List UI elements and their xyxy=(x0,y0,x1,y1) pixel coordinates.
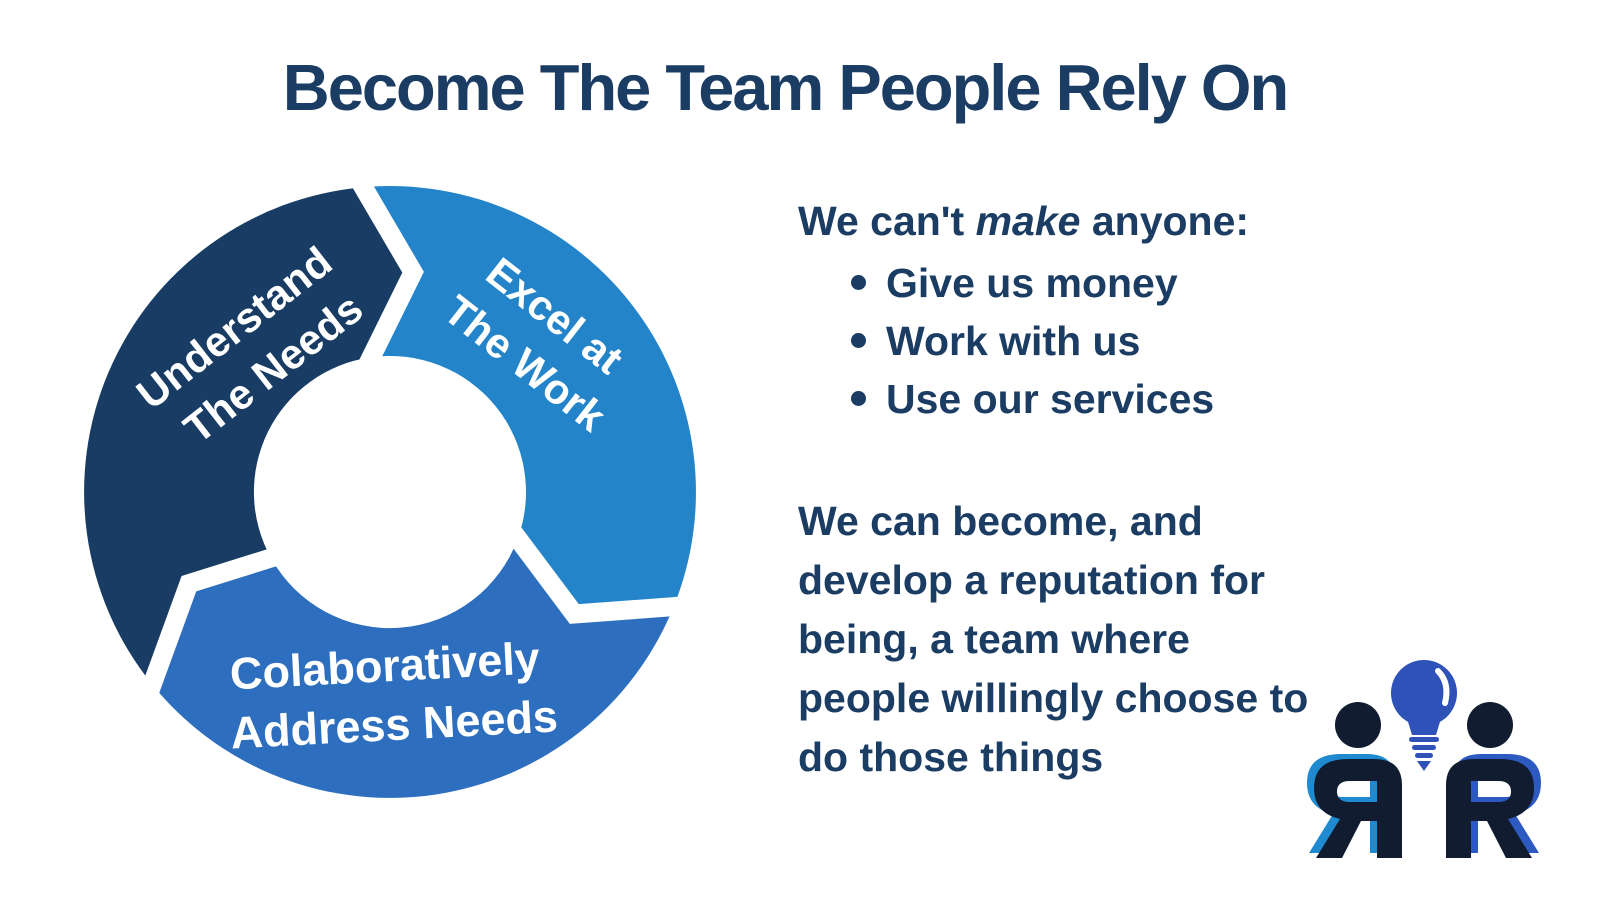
list-item: Use our services xyxy=(798,370,1214,428)
person-left-r xyxy=(1307,754,1402,858)
intro-suffix: anyone: xyxy=(1080,198,1250,244)
bullet-dot-icon xyxy=(851,333,866,348)
list-item: Work with us xyxy=(798,312,1214,370)
list-item: Give us money xyxy=(798,254,1214,312)
segment-understand-the-needs xyxy=(84,187,414,685)
person-head-left-icon xyxy=(1335,702,1381,748)
lightbulb-icon xyxy=(1390,660,1457,771)
bullet-dot-icon xyxy=(851,391,866,406)
intro-emphasis: make xyxy=(975,198,1081,244)
label-colaboratively-address-needs: Colaboratively Address Needs xyxy=(226,631,559,758)
bullet-text: Use our services xyxy=(886,376,1215,422)
intro-prefix: We can't xyxy=(798,198,976,244)
segment-colaboratively-address-needs xyxy=(152,538,674,798)
cycle-diagram: Understand The Needs Excel at The Work C… xyxy=(84,159,701,798)
segment-gap-top xyxy=(342,159,424,385)
person-right-r xyxy=(1446,754,1541,858)
segment-gap-bottom-right xyxy=(494,512,701,624)
intro-line: We can't make anyone: xyxy=(798,197,1249,246)
bullet-list: Give us money Work with us Use our servi… xyxy=(798,254,1214,428)
page-title: Become The Team People Rely On xyxy=(282,51,1289,124)
person-head-right-icon xyxy=(1467,702,1513,748)
bullet-text: Work with us xyxy=(886,318,1141,364)
bullet-dot-icon xyxy=(851,275,866,290)
segment-gap-bottom-left xyxy=(134,541,299,713)
segment-excel-at-the-work xyxy=(363,186,696,614)
company-logo xyxy=(1307,660,1541,858)
bullet-text: Give us money xyxy=(886,260,1178,306)
